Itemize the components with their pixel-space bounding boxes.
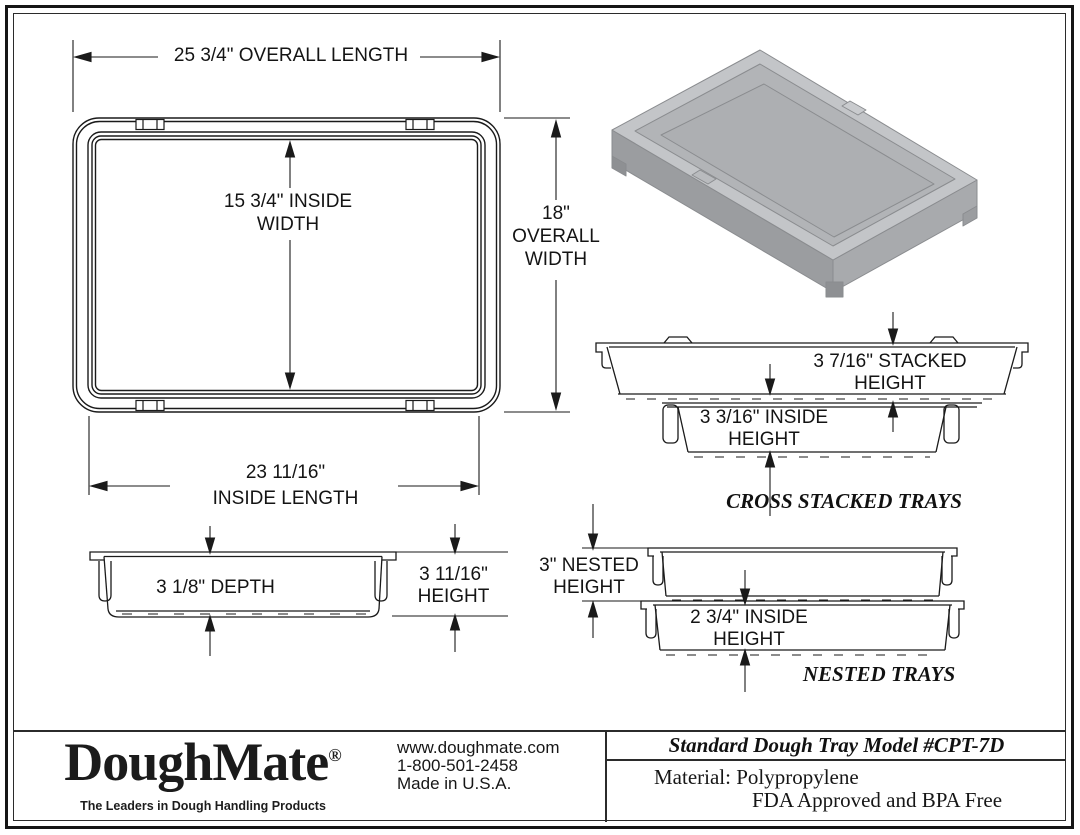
certification-text: FDA Approved and BPA Free xyxy=(752,788,1003,812)
overall-width-label-line3: WIDTH xyxy=(524,249,588,270)
depth-label: 3 1/8" DEPTH xyxy=(156,577,275,598)
brand-logo: DoughMate® xyxy=(42,731,364,793)
brand-name: DoughMate xyxy=(64,732,329,792)
inside-length-label-line2: INSIDE LENGTH xyxy=(212,488,359,509)
height-label-line1: 3 11/16" xyxy=(419,564,488,585)
technical-drawing-canvas xyxy=(72,40,1029,692)
footer-vertical-divider xyxy=(605,730,607,822)
cross-stacked-dimensions xyxy=(764,312,899,516)
phone-text: 1-800-501-2458 xyxy=(397,756,518,775)
top-view-drawing xyxy=(72,117,501,413)
registered-mark-icon: ® xyxy=(328,745,342,765)
overall-width-label-line1: 18" xyxy=(542,203,570,224)
stacked-height-label-line1: 3 7/16" STACKED xyxy=(813,351,967,372)
inside-width-label-line1: 15 3/4" INSIDE xyxy=(223,191,353,212)
nested-inside-height-label-line1: 2 3/4" INSIDE xyxy=(690,607,808,628)
material-text: Material: Polypropylene xyxy=(654,765,859,789)
model-title: Standard Dough Tray Model #CPT-7D xyxy=(668,733,1005,757)
nested-height-label-line2: HEIGHT xyxy=(553,577,625,598)
top-view-dimensions xyxy=(72,40,570,495)
height-label-line2: HEIGHT xyxy=(417,586,490,607)
isometric-tray-image xyxy=(611,49,978,298)
made-in-text: Made in U.S.A. xyxy=(397,774,512,793)
footer-title-divider xyxy=(607,759,1066,761)
brand-tagline: The Leaders in Dough Handling Products xyxy=(80,799,326,813)
inside-length-label-line1: 23 11/16" xyxy=(245,462,326,483)
overall-length-label: 25 3/4" OVERALL LENGTH xyxy=(173,45,409,66)
page-border-inner xyxy=(13,13,1066,821)
side-view-dimensions xyxy=(204,524,508,656)
side-view-drawing xyxy=(89,551,397,618)
cross-stacked-title: CROSS STACKED TRAYS xyxy=(726,489,962,513)
tray-clips-top-view xyxy=(135,118,435,412)
nested-height-label-line1: 3" NESTED xyxy=(539,555,639,576)
cross-inside-height-label-line2: HEIGHT xyxy=(728,429,800,450)
nested-trays-dimensions xyxy=(582,504,751,692)
stacked-height-label-line2: HEIGHT xyxy=(854,373,926,394)
footer-top-divider xyxy=(14,730,1066,732)
nested-trays-title: NESTED TRAYS xyxy=(802,662,956,686)
nested-inside-height-label-line2: HEIGHT xyxy=(713,629,785,650)
nested-trays-drawing xyxy=(640,547,965,656)
overall-width-label-line2: OVERALL xyxy=(512,226,600,247)
cross-stacked-drawing xyxy=(595,336,1029,458)
cross-inside-height-label-line1: 3 3/16" INSIDE xyxy=(699,407,829,428)
website-text: www.doughmate.com xyxy=(397,738,560,757)
inside-width-label-line2: WIDTH xyxy=(256,214,320,235)
page-border-outer xyxy=(5,5,1074,829)
